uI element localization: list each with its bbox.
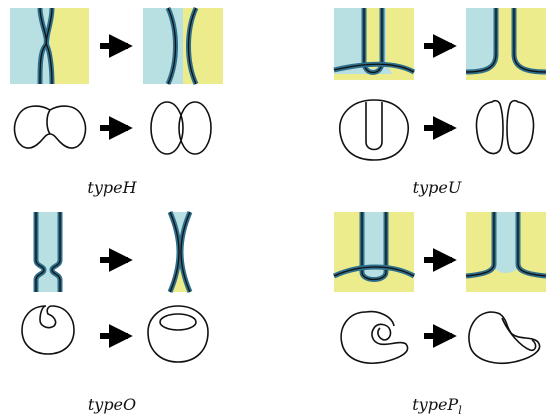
panel-typeU: typeU	[333, 8, 547, 197]
caption-typeO: typeO	[88, 395, 136, 414]
typeO-before-sheet	[33, 212, 63, 292]
typeH-after-sheet	[143, 6, 223, 86]
panel-typeH: typeH	[10, 6, 223, 197]
caption-typeH: typeH	[87, 178, 137, 197]
typePl-after-curve	[468, 311, 541, 364]
typeO-after-curve	[147, 305, 209, 363]
yellow-region	[50, 8, 89, 84]
panel-typePl: typePl	[332, 212, 547, 415]
typeU-after-curve	[475, 99, 535, 155]
typeU-after-sheet	[465, 8, 547, 80]
typeU-before-curve	[339, 99, 409, 161]
typeH-after-curve	[150, 101, 212, 155]
typeO-after-sheet	[167, 211, 193, 293]
typeO-before-curve	[21, 305, 75, 355]
typeH-before-sheet	[10, 7, 89, 85]
caption-typePl: typePl	[412, 395, 462, 415]
blue-region	[466, 8, 496, 74]
panel-typeO: typeO	[21, 211, 209, 414]
caption-typeU: typeU	[413, 178, 462, 197]
typePl-before-curve	[340, 310, 409, 364]
blue-region	[362, 212, 386, 280]
typeH-before-curve	[13, 105, 87, 149]
typeU-before-sheet	[333, 8, 416, 80]
blue-region	[494, 212, 518, 273]
blue-region	[36, 212, 60, 292]
typePl-after-sheet	[465, 212, 547, 292]
typePl-before-sheet	[332, 212, 416, 292]
